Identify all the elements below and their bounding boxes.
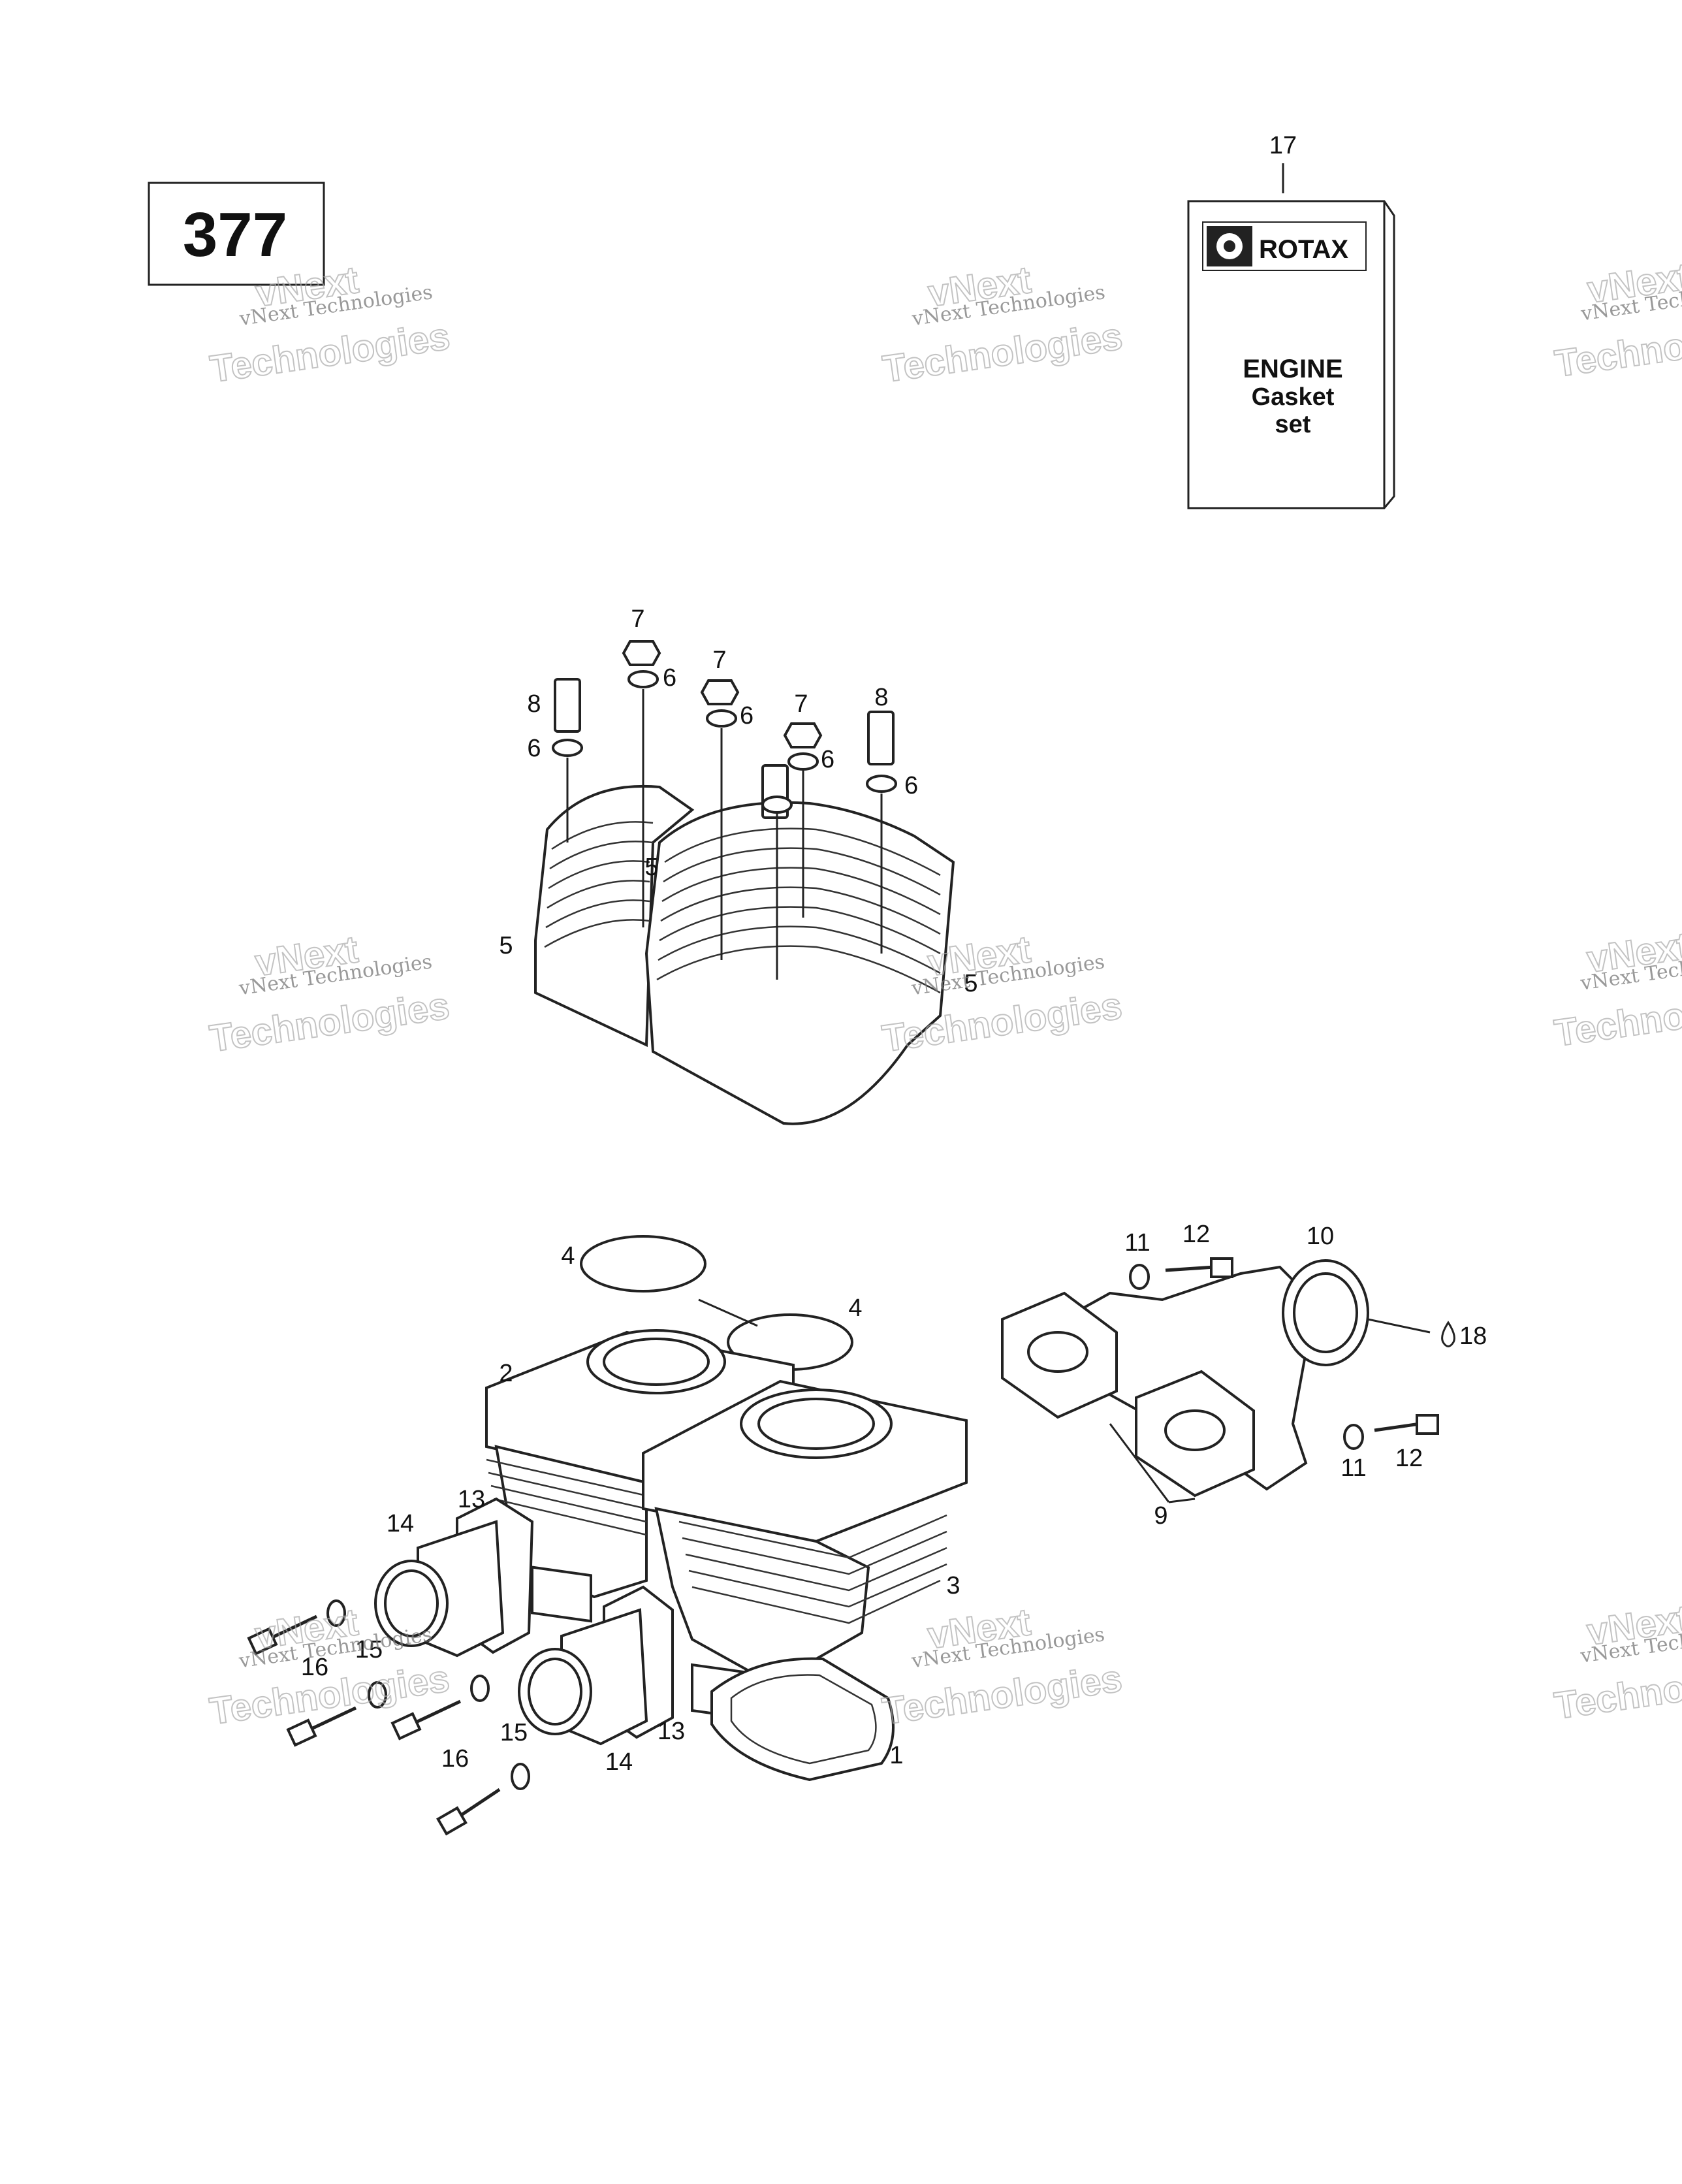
callout-6e: 6 xyxy=(904,772,918,799)
right-cylinder-fins xyxy=(678,1514,947,1624)
callout-10: 10 xyxy=(1307,1223,1334,1250)
callout-13a: 13 xyxy=(458,1486,485,1513)
watermark-mid-left: vNext vNext Technologies Technologies xyxy=(206,927,452,1061)
head-fins xyxy=(544,821,941,994)
callout-8b: 8 xyxy=(874,684,888,711)
cylinders-group xyxy=(485,1235,968,1782)
callout-4a: 4 xyxy=(561,1242,575,1270)
callout-9: 9 xyxy=(1154,1502,1167,1530)
callout-14a: 14 xyxy=(387,1510,414,1537)
callout-7a: 7 xyxy=(631,605,644,633)
svg-text:Technologies: Technologies xyxy=(1552,979,1682,1055)
callout-7b: 7 xyxy=(712,647,726,674)
head-fasteners xyxy=(552,640,897,980)
callout-4b: 4 xyxy=(848,1294,862,1322)
page-number: 377 xyxy=(183,200,287,270)
callout-17: 17 xyxy=(1269,132,1297,159)
kit-brand: ROTAX xyxy=(1259,235,1348,264)
kit-line-3: set xyxy=(1275,411,1311,438)
callout-16b: 16 xyxy=(441,1745,469,1773)
svg-text:Technologies: Technologies xyxy=(1552,310,1682,385)
callout-6a: 6 xyxy=(663,664,676,692)
watermark-bottom-right: vNext vNext Technologies Technologies xyxy=(1551,1596,1682,1727)
callout-5c: 5 xyxy=(964,970,977,997)
callout-16a: 16 xyxy=(301,1654,328,1681)
page-number-box: 377 xyxy=(148,182,325,286)
svg-text:Technologies: Technologies xyxy=(1552,1652,1682,1727)
callout-8a: 8 xyxy=(527,690,541,718)
callout-6b: 6 xyxy=(740,702,754,730)
watermark-bottom-center: vNext vNext Technologies Technologies xyxy=(879,1600,1125,1733)
watermark-top-right: vNext vNext Technologies Technologies xyxy=(1551,254,1682,385)
gear-logo-icon xyxy=(1207,226,1252,266)
intake-sockets-group xyxy=(247,1497,674,1836)
left-cylinder-fins xyxy=(486,1458,647,1536)
gasket-kit: 17 ROTAX ENGINE Gasket set xyxy=(1187,132,1395,509)
watermark-mid-right: vNext vNext Technologies Technologies xyxy=(1551,923,1682,1055)
callout-5a: 5 xyxy=(499,932,513,959)
callout-6d: 6 xyxy=(527,735,541,762)
callout-13b: 13 xyxy=(658,1718,685,1745)
callout-2: 2 xyxy=(499,1360,513,1387)
callout-7c: 7 xyxy=(794,690,808,718)
callout-18: 18 xyxy=(1459,1323,1487,1350)
callout-3: 3 xyxy=(946,1572,960,1599)
callout-5b: 5 xyxy=(644,854,658,881)
kit-line-1: ENGINE xyxy=(1243,355,1342,383)
callout-15a: 15 xyxy=(355,1636,383,1663)
callout-12b: 12 xyxy=(1395,1445,1423,1472)
socket-screws xyxy=(247,1599,530,1836)
callout-14b: 14 xyxy=(605,1748,633,1776)
callout-11b: 11 xyxy=(1341,1454,1366,1482)
callout-12a: 12 xyxy=(1182,1221,1210,1248)
cylinder-heads-group xyxy=(534,640,955,1125)
kit-line-2: Gasket xyxy=(1252,383,1335,411)
exhaust-manifold-group xyxy=(1001,1257,1455,1503)
watermark-top-center: vNext vNext Technologies Technologies xyxy=(880,258,1126,391)
callout-15b: 15 xyxy=(500,1719,528,1746)
sealant-drop-icon xyxy=(1441,1321,1455,1347)
callout-1: 1 xyxy=(889,1742,903,1769)
callout-6c: 6 xyxy=(821,746,834,773)
callout-labels: 7 6 7 6 7 6 8 6 8 6 5 5 5 4 4 2 3 1 13 1… xyxy=(301,605,1487,1776)
callout-11a: 11 xyxy=(1124,1229,1150,1257)
